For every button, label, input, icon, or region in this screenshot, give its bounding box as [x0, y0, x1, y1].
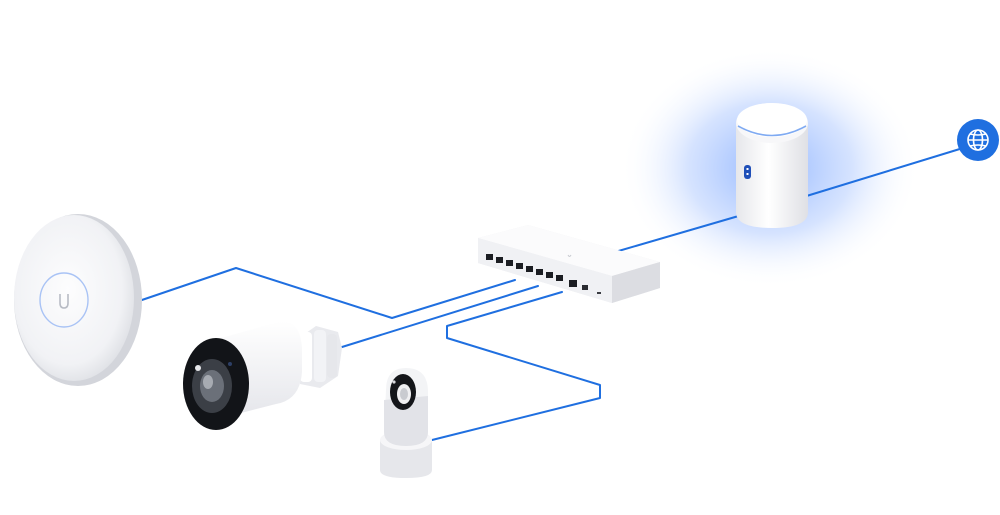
network-switch-icon	[478, 225, 660, 303]
link-switch-flex-camera	[431, 291, 601, 441]
bullet-camera-node[interactable]	[183, 321, 342, 430]
link-switch-bullet-camera	[341, 285, 539, 348]
link-internet-gateway	[799, 147, 964, 199]
access-point-node[interactable]	[14, 214, 142, 386]
links	[135, 147, 964, 441]
gateway-node[interactable]	[736, 103, 808, 228]
link-gateway-switch	[614, 214, 743, 253]
access-point-icon	[14, 214, 142, 386]
switch-node[interactable]	[478, 225, 660, 303]
flex-camera-icon	[380, 368, 432, 478]
flex-camera-node[interactable]	[380, 368, 432, 478]
bullet-camera-icon	[183, 321, 342, 430]
switch-ports	[486, 254, 601, 294]
globe-icon	[967, 129, 989, 151]
internet-node[interactable]	[957, 119, 999, 161]
cloud-gateway-icon	[736, 103, 808, 228]
link-switch-access-point	[135, 267, 516, 319]
